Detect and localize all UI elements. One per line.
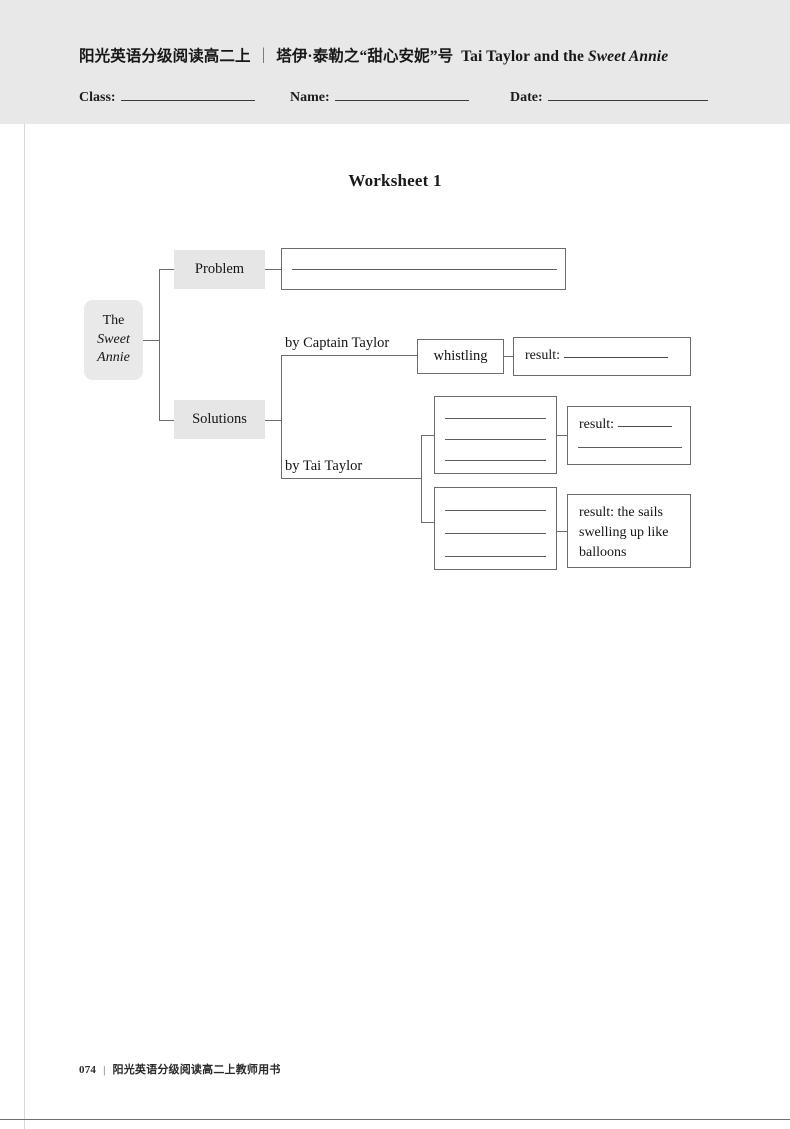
header-title-book-en-italic: Sweet Annie xyxy=(587,48,669,65)
detail-box-1[interactable] xyxy=(434,396,557,474)
date-field-label: Date: xyxy=(510,90,543,105)
page-left-edge xyxy=(24,0,25,1129)
node-solutions-label: Solutions xyxy=(192,410,247,427)
header-title-book-en: Tai Taylor and the xyxy=(461,48,584,65)
result-box-whistling[interactable]: result: xyxy=(513,337,691,376)
node-the-sweet-annie[interactable]: The Sweet Annie xyxy=(84,300,143,380)
result-box-whistling-label: result: xyxy=(525,348,560,363)
node-whistling-label: whistling xyxy=(433,347,488,364)
blank-line[interactable] xyxy=(445,460,546,461)
root-label-line3: Annie xyxy=(97,350,130,366)
detail-box-1-blank-lines xyxy=(435,397,556,473)
date-field-input[interactable] xyxy=(547,88,708,101)
result-box-2[interactable]: result: xyxy=(567,406,691,465)
connector-tai-to-detail-1 xyxy=(421,435,434,437)
footer-book-title: 阳光英语分级阅读高二上教师用书 xyxy=(112,1064,281,1076)
connector-detail-1-to-result xyxy=(557,435,567,437)
blank-line[interactable] xyxy=(445,510,546,511)
blank-line[interactable] xyxy=(578,447,682,448)
connector-root-trunk xyxy=(159,269,161,421)
page-footer: 074 | 阳光英语分级阅读高二上教师用书 xyxy=(79,1061,281,1077)
problem-answer-box[interactable] xyxy=(281,248,566,290)
header-title-separator: ｜ xyxy=(255,48,272,65)
blank-line[interactable] xyxy=(445,556,546,557)
node-solutions[interactable]: Solutions xyxy=(174,400,265,439)
connector-tai-taylor-trunk xyxy=(421,435,423,523)
connector-to-tai-taylor xyxy=(281,478,422,480)
blank-line[interactable] xyxy=(445,418,546,419)
name-field-label: Name: xyxy=(290,90,330,105)
connector-tai-to-detail-2 xyxy=(421,522,434,524)
result-box-2-label: result: xyxy=(579,417,614,432)
blank-line[interactable] xyxy=(445,439,546,440)
label-by-captain-taylor: by Captain Taylor xyxy=(285,335,390,351)
header-title-book-cn: 塔伊·泰勒之“甜心安妮”号 xyxy=(276,48,454,65)
node-whistling[interactable]: whistling xyxy=(417,339,504,374)
root-label-line1: The xyxy=(102,313,125,329)
result-box-2-input-1[interactable] xyxy=(618,415,672,427)
result-box-whistling-input[interactable] xyxy=(564,346,668,358)
header-title-series: 阳光英语分级阅读高二上 xyxy=(79,48,251,65)
footer-page-number: 074 xyxy=(79,1064,97,1076)
name-field[interactable]: Name: xyxy=(290,88,469,106)
connector-root-to-solutions xyxy=(159,420,174,422)
root-label-line2: Sweet xyxy=(97,331,130,347)
class-field-input[interactable] xyxy=(120,88,255,101)
connector-problem-to-box xyxy=(265,269,281,271)
name-field-input[interactable] xyxy=(334,88,469,101)
result-box-3-text: result: the sails swelling up like ballo… xyxy=(579,505,669,560)
label-by-tai-taylor: by Tai Taylor xyxy=(285,458,363,474)
detail-box-2-blank-lines xyxy=(435,488,556,569)
node-problem[interactable]: Problem xyxy=(174,250,265,289)
problem-answer-blank-lines xyxy=(282,249,565,289)
header-band xyxy=(0,0,790,124)
class-field[interactable]: Class: xyxy=(79,88,255,106)
blank-line[interactable] xyxy=(445,533,546,534)
page-bottom-rule xyxy=(0,1119,790,1120)
connector-whistling-to-result xyxy=(504,356,513,358)
page-title: Worksheet 1 xyxy=(348,171,442,190)
connector-solutions-trunk xyxy=(281,355,283,479)
date-field[interactable]: Date: xyxy=(510,88,708,106)
connector-root-stem xyxy=(143,340,160,342)
connector-to-captain-taylor xyxy=(281,355,417,357)
connector-solutions-stem xyxy=(265,420,281,422)
class-field-label: Class: xyxy=(79,90,116,105)
connector-detail-2-to-result xyxy=(557,531,567,533)
node-problem-label: Problem xyxy=(194,260,245,277)
worksheet-flow-diagram: The Sweet Annie Problem Solutions by Cap… xyxy=(84,248,691,570)
footer-separator: | xyxy=(103,1064,106,1076)
detail-box-2[interactable] xyxy=(434,487,557,570)
blank-line[interactable] xyxy=(292,269,557,270)
connector-root-to-problem xyxy=(159,269,174,271)
header-title: 阳光英语分级阅读高二上｜塔伊·泰勒之“甜心安妮”号 Tai Taylor and… xyxy=(79,44,668,66)
result-box-3[interactable]: result: the sails swelling up like ballo… xyxy=(567,494,691,568)
